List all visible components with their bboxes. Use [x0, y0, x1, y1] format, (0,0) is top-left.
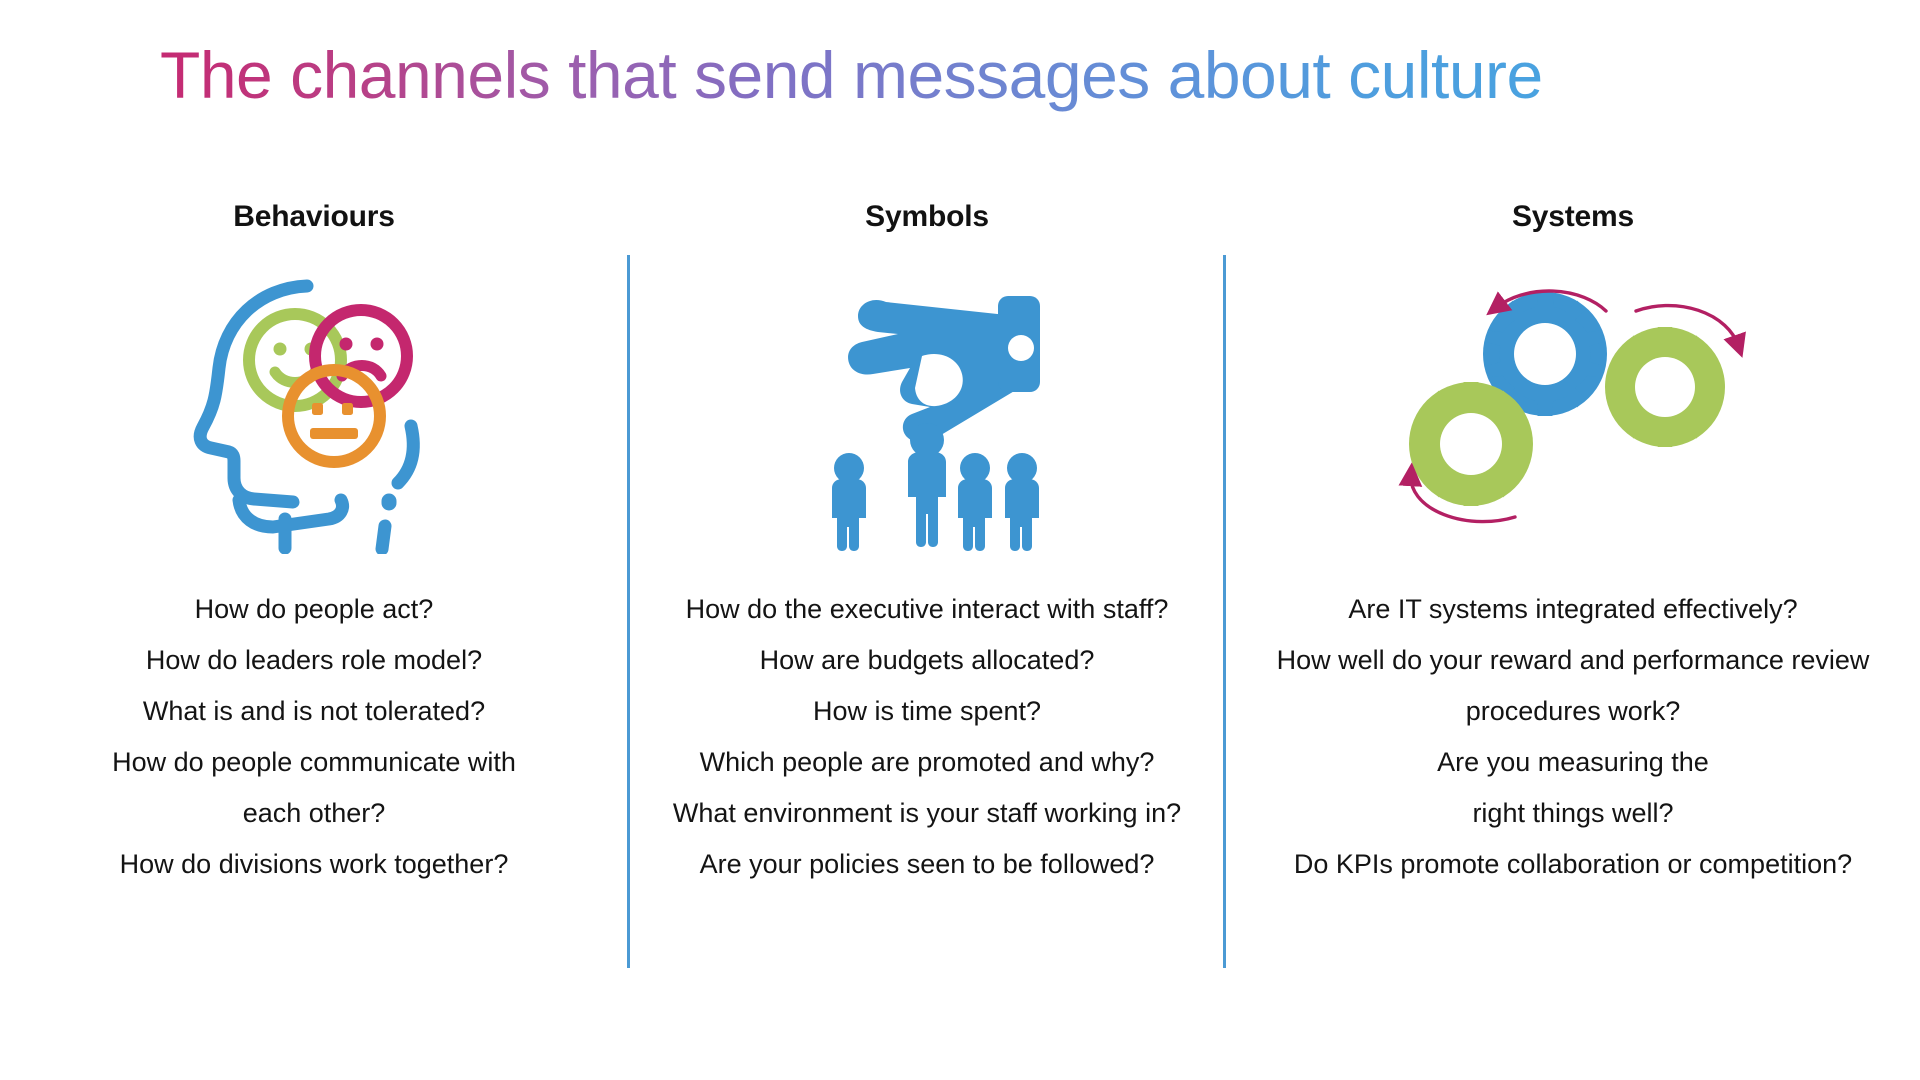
gear-blue: [1483, 292, 1607, 416]
question-item: Which people are promoted and why?: [699, 747, 1155, 777]
question-list-behaviours: How do people act? How do leaders role m…: [84, 584, 544, 890]
question-item: Are IT systems integrated effectively?: [1348, 594, 1798, 624]
question-item: How do people communicate with each othe…: [112, 747, 516, 828]
three-gears-with-arrows-icon: [1383, 244, 1763, 574]
column-divider-2: [1223, 255, 1226, 968]
question-item: How is time spent?: [812, 696, 1042, 726]
question-item: What is and is not tolerated?: [142, 696, 486, 726]
question-item: How do the executive interact with staff…: [685, 594, 1169, 624]
question-item: How do divisions work together?: [119, 849, 509, 879]
column-symbols: Symbols: [628, 190, 1226, 990]
head-with-emotion-faces-icon: [174, 244, 454, 574]
arrow-blue-gear: [1486, 289, 1608, 316]
column-heading-behaviours: Behaviours: [233, 200, 395, 233]
question-list-systems: Are IT systems integrated effectively? H…: [1253, 584, 1893, 890]
question-item: Do KPIs promote collaboration or competi…: [1293, 849, 1853, 879]
arrow-green-right-gear: [1634, 303, 1746, 358]
megaphone-with-people-icon: [787, 244, 1067, 574]
question-item: Are you measuring the right things well?: [1437, 747, 1709, 828]
gear-green-left: [1409, 382, 1533, 506]
question-item: How do people act?: [194, 594, 434, 624]
question-item: How do leaders role model?: [145, 645, 483, 675]
column-heading-systems: Systems: [1511, 200, 1634, 233]
arrow-green-left-gear: [1398, 462, 1517, 524]
page-title: The channels that send messages about cu…: [160, 38, 1543, 112]
question-item: Are your policies seen to be followed?: [699, 849, 1155, 879]
question-item: How well do your reward and performance …: [1276, 645, 1870, 726]
gear-green-right: [1605, 327, 1725, 447]
question-list-symbols: How do the executive interact with staff…: [657, 584, 1197, 890]
question-item: How are budgets allocated?: [759, 645, 1095, 675]
column-behaviours: Behaviours: [0, 190, 628, 990]
question-item: What environment is your staff working i…: [672, 798, 1182, 828]
column-heading-symbols: Symbols: [865, 200, 989, 233]
culture-channels-columns: Behaviours: [0, 190, 1920, 990]
column-systems: Systems: [1226, 190, 1920, 990]
column-divider-1: [627, 255, 630, 968]
